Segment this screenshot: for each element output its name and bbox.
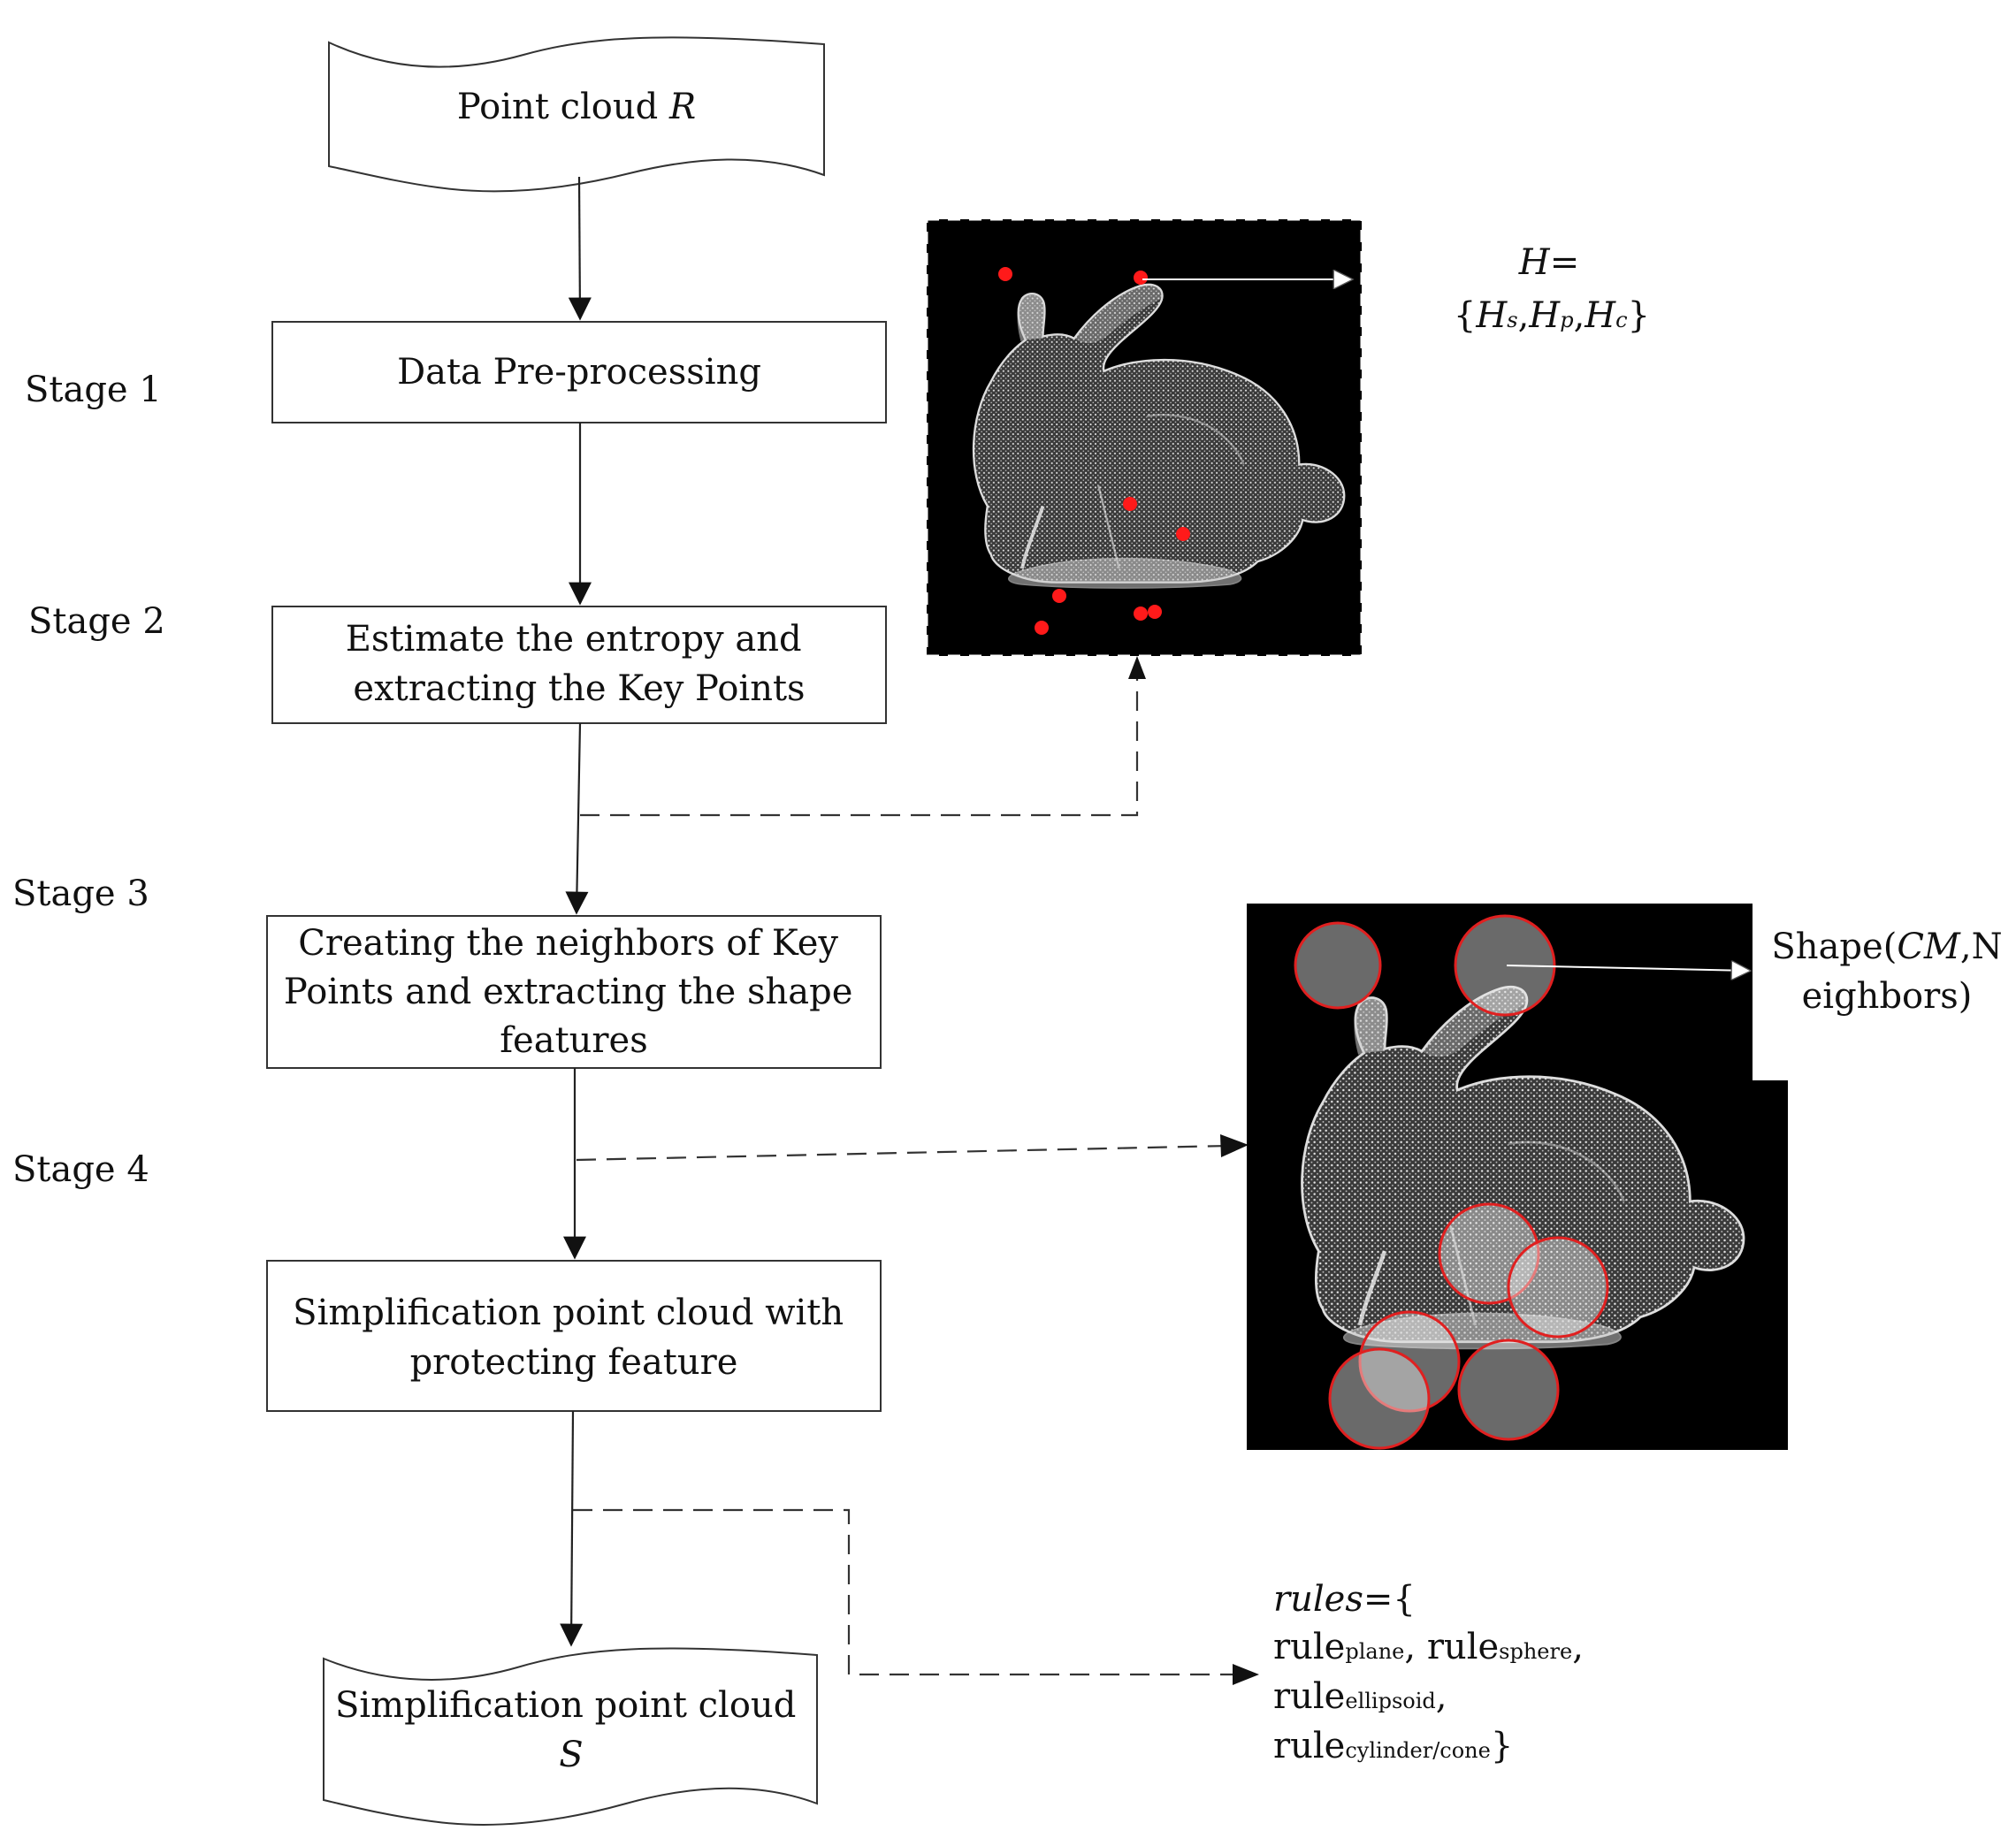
simplification-label: Simplification point cloud with protecti… (293, 1293, 855, 1383)
entropy-formula-line1: H= (1518, 242, 1579, 283)
neighborhood-circle (1507, 1236, 1609, 1339)
stage-3-label: Stage 3 (12, 873, 149, 914)
data-preprocessing-label: Data Pre-processing (397, 352, 761, 393)
shape-formula-line2: eighbors) (1802, 976, 1973, 1017)
keypoint-marker (1176, 527, 1190, 541)
neighbors-shape-features-label: Creating the neighbors of Key Points and… (284, 923, 864, 1061)
keypoint-marker (1148, 605, 1162, 619)
keypoint-marker (1134, 606, 1148, 621)
keypoint-marker (1134, 271, 1148, 285)
neighborhood-circle (1454, 914, 1556, 1017)
simplification-box (266, 1260, 882, 1412)
neighbors-shape-features-box (266, 915, 882, 1069)
flow-arrow-3 (565, 722, 589, 915)
rules-line2: ruleplane, rulesphere, (1273, 1627, 1584, 1667)
keypoint-marker (1035, 621, 1049, 635)
neighborhood-circle (1328, 1347, 1431, 1450)
stage-4-label: Stage 4 (12, 1149, 149, 1190)
output-label: Simplification point cloud S (335, 1685, 807, 1775)
keypoint-marker (1052, 589, 1066, 603)
input-document-shape (328, 36, 825, 193)
input-label: Point cloud R (457, 87, 696, 127)
neighborhood-circle (1457, 1339, 1560, 1441)
neighborhood-circle (1294, 921, 1382, 1010)
stage-1-label: Stage 1 (25, 370, 162, 410)
neighborhood-circles (1294, 914, 1609, 1450)
dashed-connector-neighbors (576, 1144, 1230, 1162)
neighborhood-circle (1358, 1310, 1461, 1413)
dashed-connector-rules (573, 1508, 1238, 1676)
entropy-keypoints-label: Estimate the entropy and extracting the … (346, 619, 813, 709)
flow-arrow-1 (568, 176, 592, 321)
entropy-formula-line2: {Hs,Hp,Hc} (1454, 295, 1650, 336)
keypoint-markers (998, 267, 1190, 635)
shape-formula-line1: Shape(CM,N (1771, 927, 2002, 967)
output-document-shape (323, 1647, 818, 1826)
entropy-keypoints-box (271, 606, 887, 724)
keypoint-marker (1123, 497, 1137, 511)
neighborhood-point-cloud-panel (1247, 904, 1788, 1450)
rules-line1: rules={ (1273, 1579, 1416, 1620)
keypoint-marker (998, 267, 1012, 281)
keypoint-point-cloud-panel (925, 217, 1363, 658)
rules-line4: rulecylinder/cone} (1273, 1726, 1513, 1766)
flow-arrow-5 (560, 1410, 584, 1647)
stage-2-label: Stage 2 (28, 601, 165, 642)
neighborhood-circle (1438, 1202, 1540, 1305)
dashed-connector-keypoints (580, 661, 1139, 817)
rules-line3: ruleellipsoid, (1273, 1676, 1447, 1717)
data-preprocessing-box (271, 321, 887, 423)
shape-pointer-arrow (1506, 965, 1749, 971)
